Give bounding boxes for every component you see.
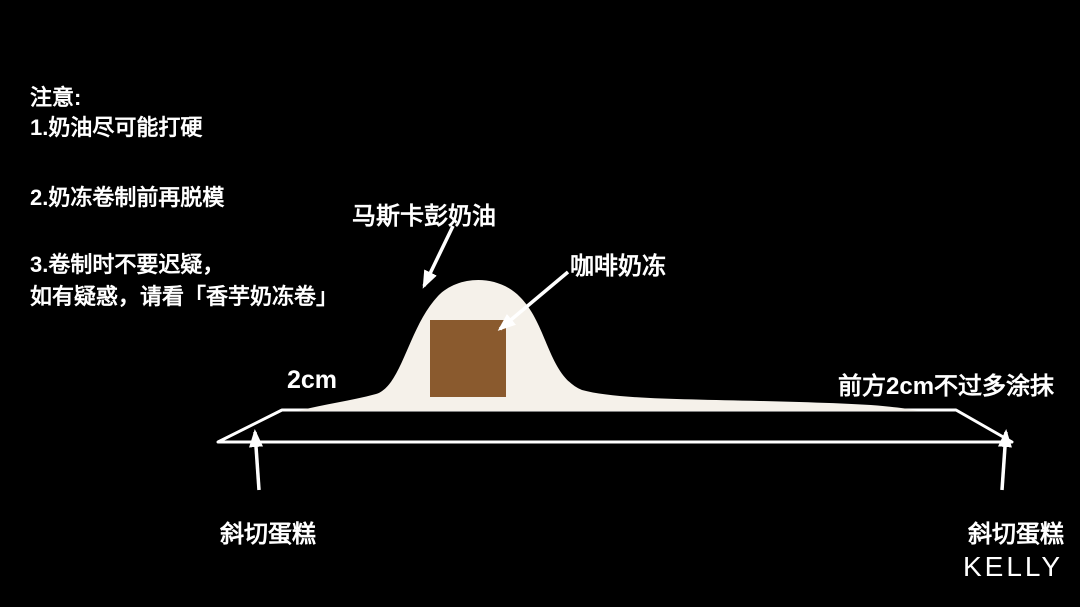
cut-cake-right-label: 斜切蛋糕 [968, 521, 1064, 548]
note-item-3-continued: 如有疑惑，请看「香芋奶冻卷」 [30, 284, 339, 309]
left-cut-arrow-icon [249, 429, 264, 491]
right-margin-note-label: 前方2cm不过多涂抹 [838, 373, 1055, 400]
mascarpone-arrow-icon [422, 225, 455, 289]
coffee-jelly-arrow-icon [497, 270, 570, 331]
left-margin-label: 2cm [287, 366, 338, 394]
note-item-3: 3.卷制时不要迟疑， [30, 252, 225, 277]
mascarpone-cream-label: 马斯卡彭奶油 [352, 203, 496, 230]
coffee-jelly-square [430, 320, 506, 397]
coffee-jelly-label: 咖啡奶冻 [570, 253, 666, 280]
cake-sheet-outline [216, 408, 1014, 444]
notes-heading: 注意: [30, 85, 82, 110]
cut-cake-left-label: 斜切蛋糕 [220, 521, 316, 548]
note-item-2: 2.奶冻卷制前再脱模 [30, 185, 225, 210]
note-item-1: 1.奶油尽可能打硬 [30, 115, 203, 140]
watermark-kelly: KELLY [963, 551, 1064, 582]
cream-layer-shape [298, 280, 918, 411]
right-cut-arrow-icon [997, 429, 1012, 491]
